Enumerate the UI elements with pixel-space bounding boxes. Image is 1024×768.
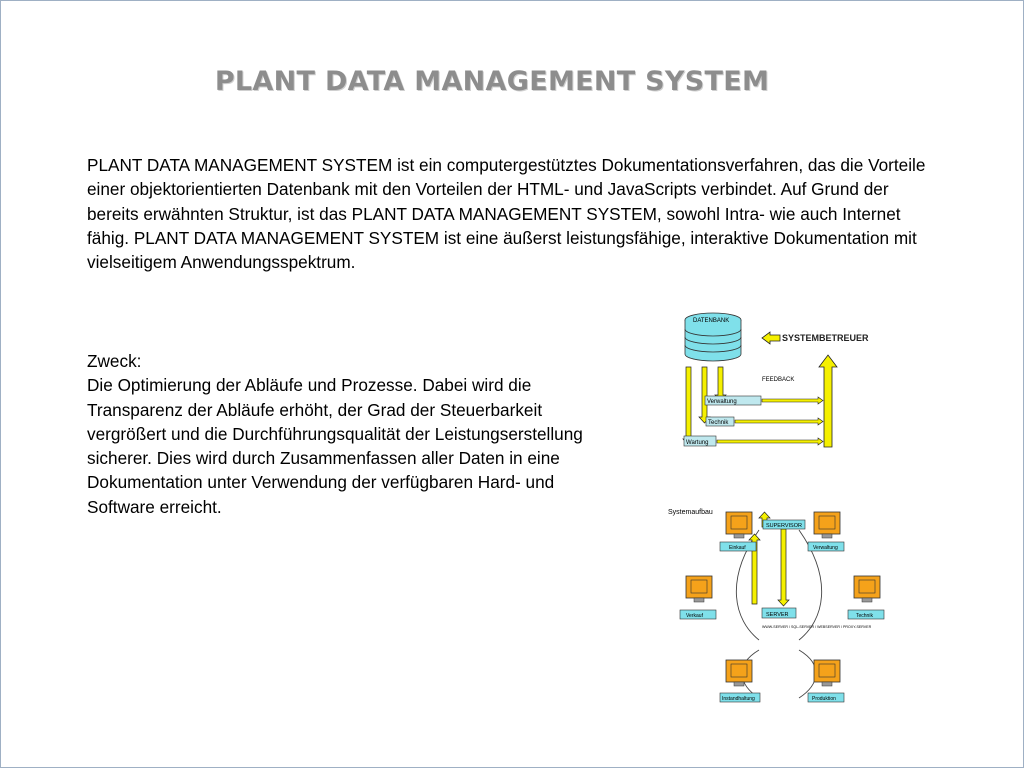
purpose-text: Die Optimierung der Abläufe und Prozesse… bbox=[87, 375, 583, 517]
network-diagram: Systemaufbau SUPERVISOR SERVER WWW-SERVE… bbox=[668, 509, 885, 703]
svg-text:Verwaltung: Verwaltung bbox=[813, 545, 838, 551]
box-technology: Technik bbox=[708, 420, 729, 426]
server-note: WWW-SERVER / SQL-SERVER / WEBSERVER / PR… bbox=[762, 625, 872, 629]
svg-text:Produktion: Produktion bbox=[812, 696, 836, 702]
purpose-section: Zweck: Die Optimierung der Abläufe und P… bbox=[87, 349, 587, 519]
slide-title: PLANT DATA MANAGEMENT SYSTEM bbox=[214, 66, 770, 97]
svg-text:Einkauf: Einkauf bbox=[729, 545, 746, 551]
admin-arrow-icon bbox=[761, 331, 781, 345]
node-bottom-right: Produktion bbox=[807, 659, 845, 703]
node-top-right: Verwaltung bbox=[807, 511, 845, 552]
intro-paragraph: PLANT DATA MANAGEMENT SYSTEM ist ein com… bbox=[87, 155, 926, 273]
box-maintenance: Wartung bbox=[686, 440, 708, 446]
node-mid-left: Verkauf bbox=[679, 575, 717, 620]
server-top-label: SUPERVISOR bbox=[766, 523, 802, 529]
node-bottom-left: Instandhaltung bbox=[719, 659, 761, 703]
node-top-left: Einkauf bbox=[719, 511, 757, 552]
feedback-label: FEEDBACK bbox=[762, 377, 794, 383]
database-label: DATENBANK bbox=[693, 318, 729, 324]
svg-text:Technik: Technik bbox=[856, 613, 873, 619]
box-administration: Verwaltung bbox=[707, 399, 737, 405]
admin-label: SYSTEMBETREUER bbox=[782, 333, 869, 343]
node-mid-right: Technik bbox=[847, 575, 885, 620]
feedback-up-arrow-icon bbox=[818, 354, 838, 448]
database-icon bbox=[684, 312, 742, 362]
svg-text:Instandhaltung: Instandhaltung bbox=[722, 696, 755, 702]
server-arrows bbox=[748, 511, 790, 607]
purpose-label: Zweck: bbox=[87, 351, 142, 371]
data-flow-diagram: DATENBANK SYSTEMBETREUER FEEDBACK Verwal… bbox=[682, 312, 869, 448]
svg-text:Verkauf: Verkauf bbox=[686, 613, 704, 619]
feedback-arrows bbox=[716, 396, 824, 446]
network-title: Systemaufbau bbox=[668, 509, 713, 516]
server-center-label: SERVER bbox=[766, 612, 789, 618]
down-arrows bbox=[682, 366, 727, 446]
